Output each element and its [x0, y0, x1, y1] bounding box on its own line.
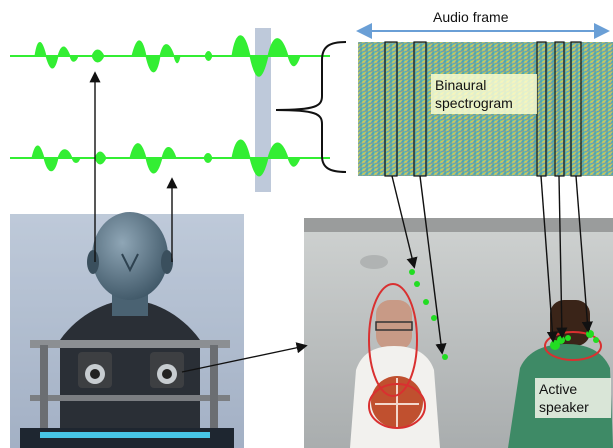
face-ellipses — [368, 283, 602, 429]
active-speaker-label: Active speaker — [535, 378, 611, 418]
waveform-right-channel — [10, 139, 330, 177]
dummy-head-microphone-photo — [10, 212, 244, 448]
camera-scene-photo — [304, 218, 613, 448]
connector-arrows — [89, 71, 593, 373]
active-speaker-label-line2: speaker — [539, 399, 589, 415]
audio-frame-label: Audio frame — [433, 9, 509, 25]
waveform-left-channel — [10, 35, 330, 77]
curly-brace — [275, 41, 347, 173]
spectrogram-label: Binaural spectrogram — [431, 74, 537, 114]
spectrogram-label-line2: spectrogram — [435, 95, 513, 111]
active-speaker-label-line1: Active — [539, 381, 578, 397]
spectrogram-label-line1: Binaural — [435, 77, 487, 93]
